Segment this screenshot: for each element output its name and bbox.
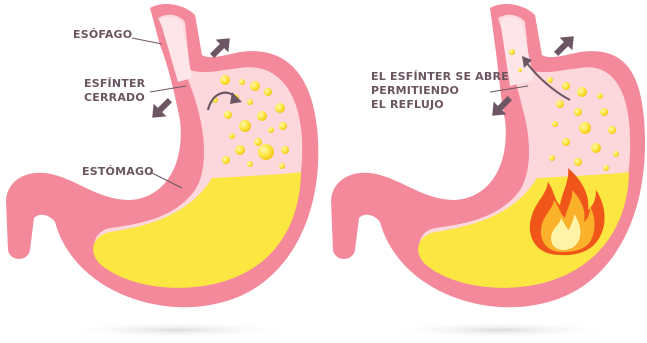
left-esophagus-leader — [132, 38, 162, 44]
label-sphincter-line1: ESFÍNTER — [84, 77, 145, 90]
right-shadow — [385, 322, 615, 338]
left-shadow — [63, 322, 293, 338]
right-stomach — [331, 4, 645, 338]
label-stomach: ESTÓMAGO — [82, 165, 154, 178]
label-sphincter-line2: CERRADO — [84, 91, 145, 104]
label-reflux-line1: EL ESFÍNTER SE ABRE — [371, 70, 509, 83]
label-reflux-line3: EL REFLUJO — [371, 98, 444, 111]
label-reflux-line2: PERMITIENDO — [371, 84, 459, 97]
left-stomach — [6, 4, 318, 338]
label-esophagus: ESÓFAGO — [73, 28, 132, 41]
left-sphincter-arrow-bottom — [146, 94, 176, 124]
